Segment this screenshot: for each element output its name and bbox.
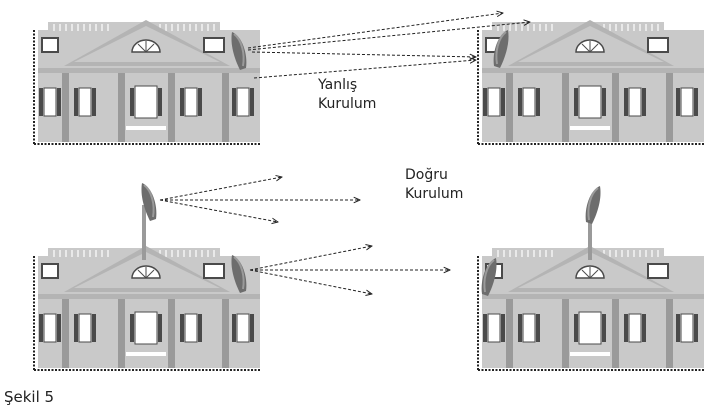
correct-installation-label: Doğru Kurulum [405,166,463,204]
correct-label-line2: Kurulum [405,186,464,202]
house-bottom-left [33,245,261,371]
antenna-mast-bottom-right [588,208,592,260]
house-top-right [477,19,705,145]
correct-signal-arrows [159,177,450,294]
wrong-installation-label: Yanlış Kurulum [318,76,376,114]
correct-label-line1: Doğru [405,167,448,183]
antenna-bottom-right-high [584,185,602,225]
wrong-label-line1: Yanlış [318,77,358,93]
wrong-signal-arrows [247,13,530,79]
figure-caption: Şekil 5 [4,388,55,406]
antenna-mast-bottom-left [142,205,146,260]
wrong-label-line2: Kurulum [318,96,377,112]
house-top-left [33,19,261,145]
house-bottom-right [477,245,705,371]
